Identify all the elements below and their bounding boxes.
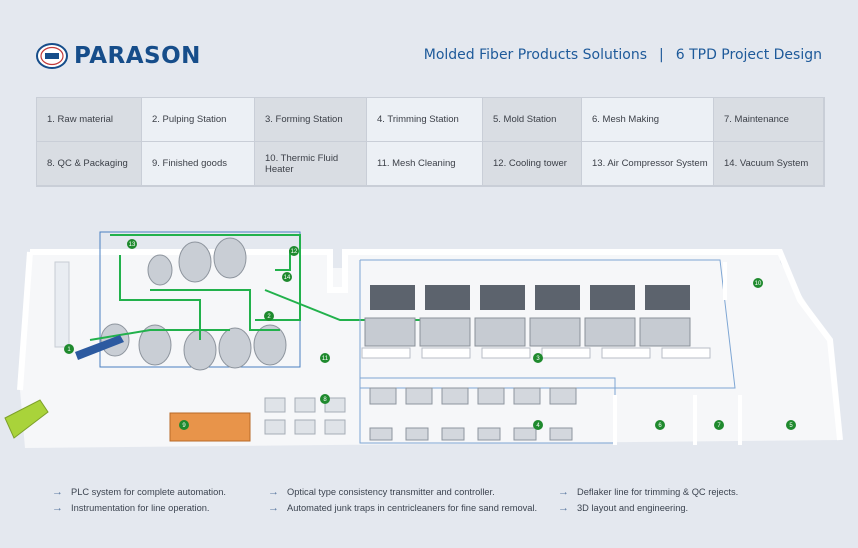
marker-3: 3: [533, 353, 543, 363]
forming-zone-border: [359, 259, 736, 389]
legend-item: 7. Maintenance: [714, 98, 824, 142]
marker-label: 14: [284, 275, 291, 281]
tagline-solutions: Molded Fiber Products Solutions: [423, 47, 647, 63]
tagline-separator: |: [659, 47, 664, 63]
feature-text: Deflaker line for trimming & QC rejects.: [577, 487, 739, 497]
legend-item: 12. Cooling tower: [483, 142, 582, 186]
arrow-right-icon: →: [52, 486, 63, 498]
marker-label: 1: [67, 347, 71, 353]
right-rooms: [613, 262, 742, 445]
legend-item: 5. Mold Station: [483, 98, 582, 142]
legend-item: 2. Pulping Station: [142, 98, 255, 142]
feature-text: Automated junk traps in centricleaners f…: [287, 503, 538, 513]
marker-1: 1: [64, 344, 74, 354]
brand-logo: PARASON: [36, 40, 201, 72]
plant-layout: 1 2 3 4 5 6 7 8 9 10 11 12 13 14: [4, 231, 843, 448]
plant-left-wall: [17, 251, 33, 391]
legend-item: 8. QC & Packaging: [37, 142, 142, 186]
legend-item: 1. Raw material: [37, 98, 142, 142]
feature-item: → Deflaker line for trimming & QC rejects…: [558, 486, 738, 498]
station-markers: 1 2 3 4 5 6 7 8 9 10 11 12 13 14: [64, 239, 796, 430]
raw-material-rack: [54, 261, 70, 348]
arrow-right-icon: →: [268, 502, 279, 514]
work-tables: [361, 347, 711, 359]
marker-label: 3: [536, 356, 540, 362]
marker-label: 12: [291, 249, 298, 255]
page-tagline: Molded Fiber Products Solutions | 6 TPD Pr…: [424, 47, 822, 63]
legend-item: 13. Air Compressor System: [582, 142, 714, 186]
marker-label: 11: [322, 356, 329, 362]
marker-14: 14: [282, 272, 292, 282]
feature-item: → Automated junk traps in centricleaners …: [268, 502, 537, 514]
marker-11: 11: [320, 353, 330, 363]
marker-13: 13: [127, 239, 137, 249]
marker-6: 6: [655, 420, 665, 430]
marker-9: 9: [179, 420, 189, 430]
trimming-machines: [369, 387, 577, 441]
marker-2: 2: [264, 311, 274, 321]
marker-label: 7: [717, 423, 721, 429]
marker-label: 6: [658, 423, 662, 429]
station-legend: 1. Raw material 2. Pulping Station 3. Fo…: [36, 97, 825, 187]
raw-material-conveyor: [75, 335, 124, 360]
marker-8: 8: [320, 394, 330, 404]
forming-machines: [364, 285, 691, 347]
legend-item: 6. Mesh Making: [582, 98, 714, 142]
legend-item: 11. Mesh Cleaning: [367, 142, 483, 186]
arrow-right-icon: →: [268, 486, 279, 498]
marker-label: 10: [755, 281, 762, 287]
feature-text: Instrumentation for line operation.: [71, 503, 210, 513]
staircase: [4, 399, 49, 439]
legend-item: 10. Thermic Fluid Heater: [255, 142, 367, 186]
feature-text: PLC system for complete automation.: [71, 487, 227, 497]
legend-item: 14. Vacuum System: [714, 142, 824, 186]
marker-7: 7: [714, 420, 724, 430]
arrow-right-icon: →: [558, 502, 569, 514]
marker-label: 13: [129, 242, 136, 248]
feature-item: → Optical type consistency transmitter an…: [268, 486, 495, 498]
marker-label: 5: [789, 423, 793, 429]
tagline-project: 6 TPD Project Design: [675, 47, 822, 63]
marker-label: 9: [182, 423, 186, 429]
marker-10: 10: [753, 278, 763, 288]
brand-name: PARASON: [74, 43, 201, 69]
legend-item: 3. Forming Station: [255, 98, 367, 142]
legend-item: 4. Trimming Station: [367, 98, 483, 142]
feature-item: → PLC system for complete automation.: [52, 486, 226, 498]
feature-item: → Instrumentation for line operation.: [52, 502, 210, 514]
marker-4: 4: [533, 420, 543, 430]
feature-text: Optical type consistency transmitter and…: [287, 487, 495, 497]
marker-5: 5: [786, 420, 796, 430]
marker-label: 8: [323, 397, 327, 403]
arrow-right-icon: →: [52, 502, 63, 514]
qc-tables: [264, 397, 346, 435]
legend-item: 9. Finished goods: [142, 142, 255, 186]
plant-outer-wall: [30, 249, 843, 441]
parason-seal-icon: [36, 43, 68, 69]
feature-item: → 3D layout and engineering.: [558, 502, 688, 514]
marker-label: 2: [267, 314, 271, 320]
marker-12: 12: [289, 246, 299, 256]
feature-text: 3D layout and engineering.: [577, 503, 689, 513]
marker-label: 4: [536, 423, 540, 429]
arrow-right-icon: →: [558, 486, 569, 498]
